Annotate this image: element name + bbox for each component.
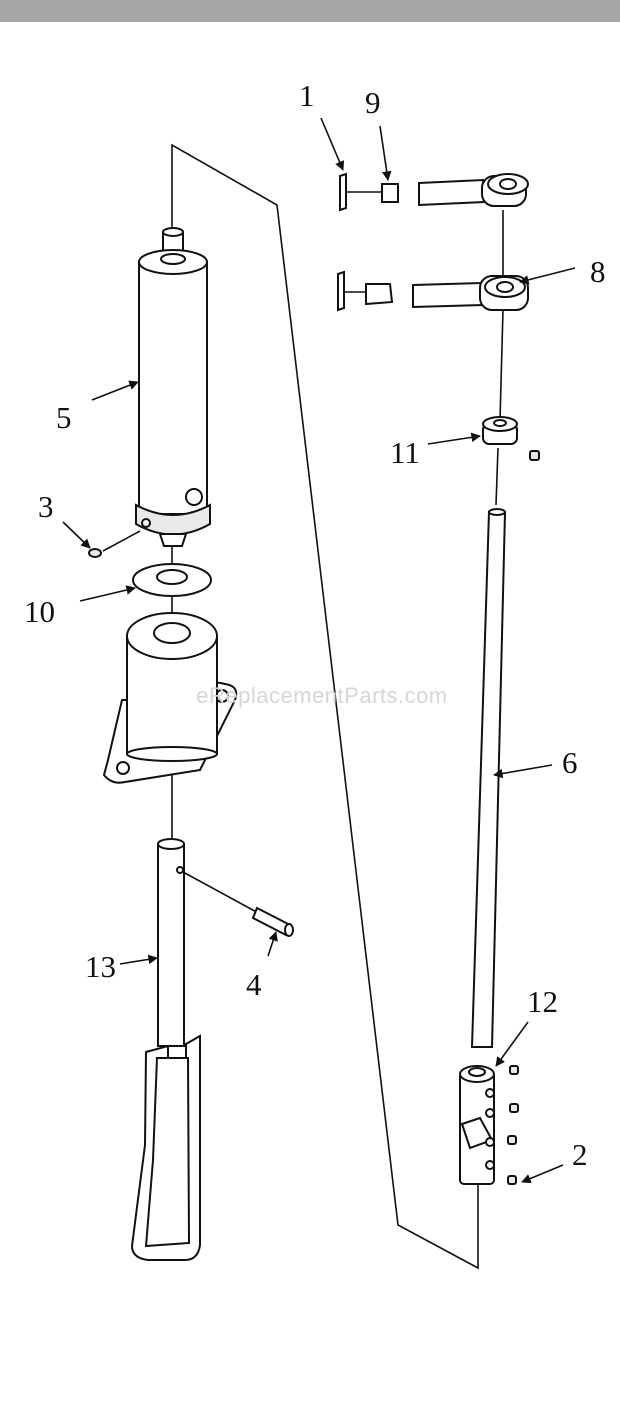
cylinder-part-5: [135, 227, 211, 547]
callout-13: 13: [85, 949, 116, 984]
callout-1: 1: [299, 78, 315, 113]
rod-end-assembly-top: [339, 172, 529, 212]
pin-part-4: [182, 871, 294, 937]
callout-12: 12: [527, 984, 558, 1019]
screw-part-3: [88, 530, 141, 558]
callout-10: 10: [24, 594, 55, 629]
callout-5: 5: [56, 400, 72, 435]
callout-9: 9: [365, 85, 381, 120]
handle-part-13: [130, 838, 201, 1261]
top-header-bar: [0, 0, 620, 22]
callout-6: 6: [562, 745, 578, 780]
callout-8: 8: [590, 254, 606, 289]
washer-part-10: [132, 563, 212, 597]
rod-end-assembly-lower: [337, 270, 529, 312]
assembly-guide-line: [171, 143, 504, 1270]
callout-4: 4: [246, 967, 262, 1002]
housing-with-flange: [102, 612, 238, 784]
callout-3: 3: [38, 489, 54, 524]
callout-2: 2: [572, 1137, 588, 1172]
collar-part-11: [482, 416, 540, 461]
callout-11: 11: [390, 435, 420, 470]
watermark-text: eReplacementParts.com: [196, 683, 447, 708]
callout-leaders: [62, 117, 576, 1184]
rod-part-6: [470, 508, 507, 1048]
callout-labels: 1 9 8 5 3 10 11 6 13 4 12 2: [24, 78, 606, 1172]
coupler-part-12: [459, 1065, 519, 1185]
